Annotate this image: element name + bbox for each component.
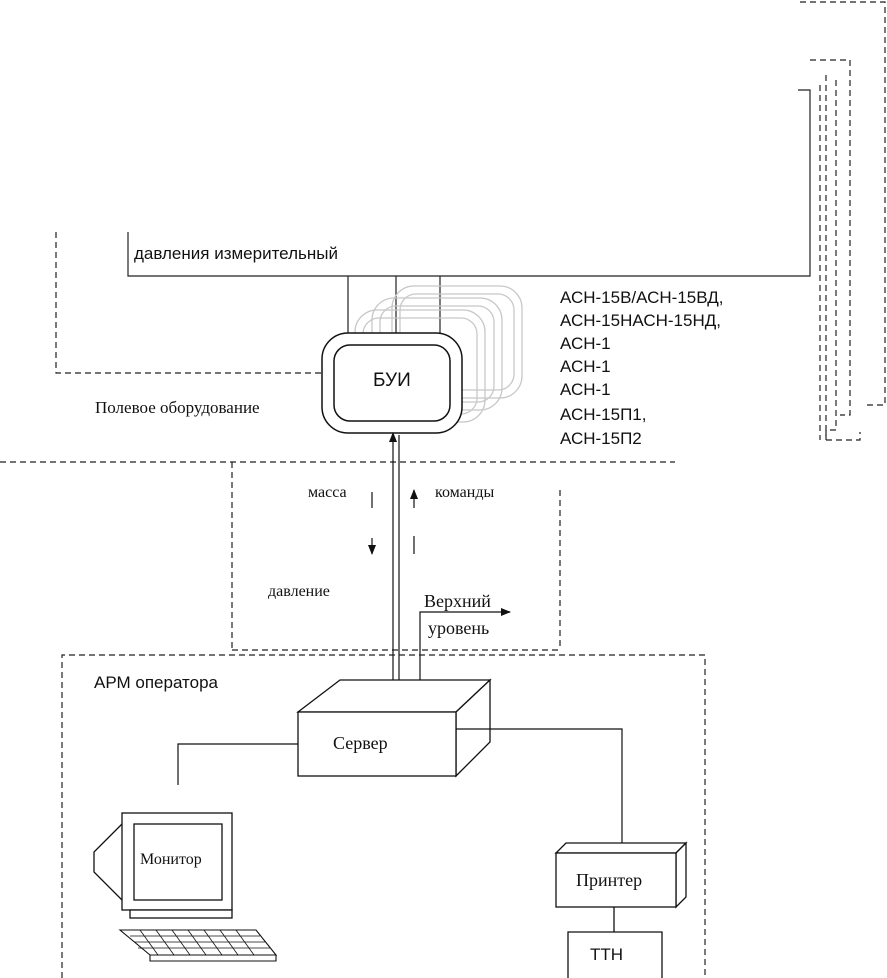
bui-unit [321,332,463,434]
sensor-solid-frame [127,89,811,277]
monitor-label: Монитор [140,851,202,868]
bui-label: БУИ [373,370,411,391]
monitor-back [93,818,127,906]
server-printer-link [456,728,623,843]
keyboard-device [118,929,278,962]
keyboard-front [149,954,277,962]
signal-lines [368,432,511,695]
sensor-boundary-1 [800,1,886,406]
operator-boundary-frame [61,654,706,978]
sensor-boundary-4 [825,80,861,441]
sensor-stack [55,1,886,441]
upper-level-label-2: уровень [428,618,490,638]
upper-level-label-1: Верхний [424,591,491,611]
operator-workstation-label: АРМ оператора [94,673,218,692]
printer-label: Принтер [576,870,643,890]
signal-pressure-label: давление [268,583,330,600]
bui-inner [333,344,451,422]
field-boundary [0,461,675,651]
model-item-5: АСН-1 [560,380,611,399]
model-item-4: АСН-1 [560,357,611,376]
upper-level-arrow [419,608,511,690]
operator-boundary [61,654,706,978]
ttn-frame [567,931,663,978]
model-item-7: АСН-15П2 [560,429,642,448]
printer-top [554,842,688,854]
printer-side [675,841,687,909]
printer-device [554,841,688,932]
ttn-label: ТТН [590,945,624,964]
signal-mass-label: масса [308,484,347,501]
model-item-1: АСН-15В/АСН-15ВД, [560,288,724,307]
sensor-boundary-2 [810,59,851,416]
keyboard-keys [130,929,270,956]
signal-commands-label: команды [435,484,495,501]
model-item-2: АСН-15НАСН-15НД, [560,311,721,330]
printer-front [555,852,677,908]
signal-zone [231,462,561,651]
monitor-screen [133,823,223,901]
monitor-device [93,812,233,919]
server-monitor-link [177,743,298,785]
server-front [297,711,457,777]
server-box [296,678,492,778]
model-item-6: АСН-15П1, [560,405,647,424]
sensor-label: давления измерительный [134,244,338,263]
server-label: Сервер [333,733,388,753]
field-equipment-label: Полевое оборудование [95,398,260,417]
sensor-links [347,276,441,333]
monitor-base [129,909,233,919]
ttn-document [567,931,663,978]
keyboard-outline [118,929,278,956]
sensor-boundary-6 [55,232,322,374]
model-item-3: АСН-1 [560,334,611,353]
server-links [177,728,623,843]
